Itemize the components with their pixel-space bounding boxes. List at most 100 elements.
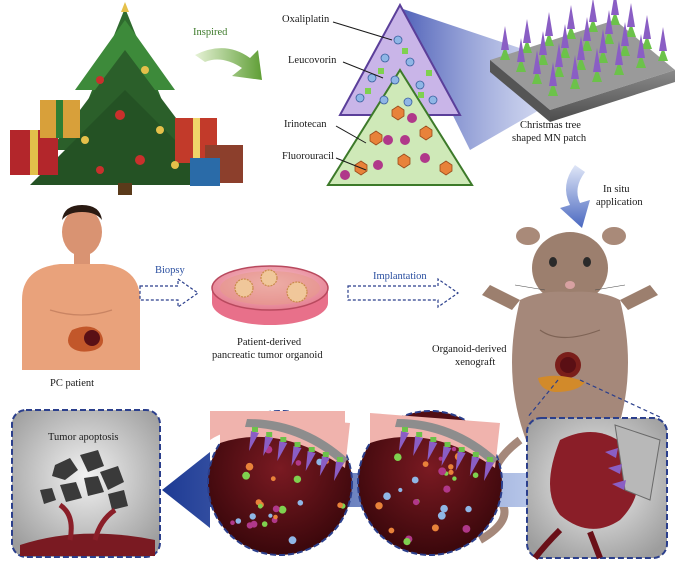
needle-base — [252, 427, 258, 432]
zoom-line-left — [526, 379, 559, 419]
needle-base — [642, 35, 652, 49]
inserted-needle — [441, 446, 452, 466]
drug-particle — [448, 469, 454, 475]
drug-particle — [268, 513, 273, 518]
inserted-needle — [469, 456, 480, 476]
drug-particle — [245, 462, 254, 471]
drug-particle — [465, 505, 472, 513]
drug-particle — [462, 525, 471, 533]
needle-tip — [561, 24, 569, 48]
zoom-line-right — [579, 379, 663, 419]
drug-particle — [295, 460, 302, 466]
needle-tip — [621, 22, 629, 46]
drug-particle — [375, 502, 383, 510]
needle-base — [560, 44, 570, 58]
inserted-needle — [484, 461, 494, 481]
inserted-needle — [413, 436, 424, 456]
needle-base — [308, 447, 315, 452]
needle-base — [592, 68, 602, 82]
drug-particle — [394, 453, 402, 462]
inspired-label: Inspired — [193, 27, 228, 38]
needle-base — [582, 37, 592, 51]
inspired-arrow — [195, 48, 262, 80]
drug-particle — [443, 485, 451, 493]
pc-patient-label: PC patient — [50, 378, 94, 389]
tumor-apoptosis-panel — [11, 409, 161, 558]
needle-tip — [517, 38, 525, 62]
drug-particle — [452, 476, 457, 481]
drug-particle — [413, 499, 420, 506]
zoomed-tumor-panel — [526, 417, 668, 560]
needle-tip — [549, 62, 557, 86]
needle-base — [322, 452, 329, 457]
needle-base — [544, 32, 554, 46]
inserted-needle — [427, 441, 438, 461]
needle-tip — [539, 31, 547, 55]
needle-tip — [599, 29, 607, 53]
patch-label-line2: shaped MN patch — [512, 133, 587, 144]
needle-tip — [545, 12, 553, 36]
needle-base — [576, 56, 586, 70]
needle-tip — [637, 34, 645, 58]
inserted-needle — [455, 451, 466, 471]
inserted-needle — [249, 431, 259, 451]
patch-label-line1: Christmas tree — [520, 120, 581, 131]
needle-base — [548, 82, 558, 96]
in-situ-label-line2: application — [596, 197, 643, 208]
needle-base — [604, 30, 614, 44]
needle-tip — [589, 0, 597, 22]
needle-tip — [501, 26, 509, 50]
needle-base — [658, 47, 668, 61]
needle-base — [516, 58, 526, 72]
needle-base — [614, 61, 624, 75]
inserted-needle — [263, 436, 274, 456]
needle-base — [626, 23, 636, 37]
needle-tip — [583, 17, 591, 41]
implantation-label: Implantation — [373, 271, 427, 282]
drug-particle — [250, 520, 258, 528]
needle-base — [588, 18, 598, 32]
inserted-needle — [277, 441, 288, 461]
needle-base — [620, 42, 630, 56]
drug-particle — [438, 467, 447, 476]
drug-particle — [451, 446, 457, 452]
christmas-tree-illustration — [10, 2, 243, 195]
drug-particle — [257, 503, 263, 509]
needle-base — [566, 25, 576, 39]
drug-particle — [422, 461, 429, 467]
inserted-needle — [305, 451, 316, 471]
needle-tip — [615, 41, 623, 65]
drug-particle — [383, 492, 391, 501]
drug-particle — [337, 502, 343, 509]
drug-particle — [388, 527, 395, 534]
needle-base — [266, 432, 273, 437]
drug-particle — [297, 500, 304, 506]
biopsy-arrow — [139, 277, 200, 309]
drug-particle — [472, 472, 479, 479]
drug-particle — [261, 521, 268, 527]
drug-particle — [235, 518, 242, 524]
needle-base — [294, 442, 301, 447]
drug-particle — [278, 505, 287, 514]
drug-particle — [242, 471, 251, 480]
drug-particle — [403, 538, 411, 546]
inserted-needle — [319, 456, 330, 476]
needle-base — [402, 427, 408, 432]
needle-base — [610, 11, 620, 25]
needle-base — [416, 432, 423, 437]
drug-particle — [448, 464, 454, 470]
needle-tip — [605, 10, 613, 34]
drug-particle — [288, 536, 297, 545]
needle-tip — [571, 55, 579, 79]
xenograft-label-line2: xenograft — [455, 357, 495, 368]
needle-base — [337, 457, 343, 462]
needle-base — [487, 457, 493, 462]
inserted-needle — [291, 446, 302, 466]
needle-tip — [533, 50, 541, 74]
organoid-label-line2: pancreatic tumor organoid — [212, 350, 323, 361]
needle-tip — [523, 19, 531, 43]
drug-particle — [398, 487, 403, 493]
drug-particle — [440, 504, 448, 513]
oxaliplatin-label: Oxaliplatin — [282, 14, 330, 25]
needle-base — [598, 49, 608, 63]
